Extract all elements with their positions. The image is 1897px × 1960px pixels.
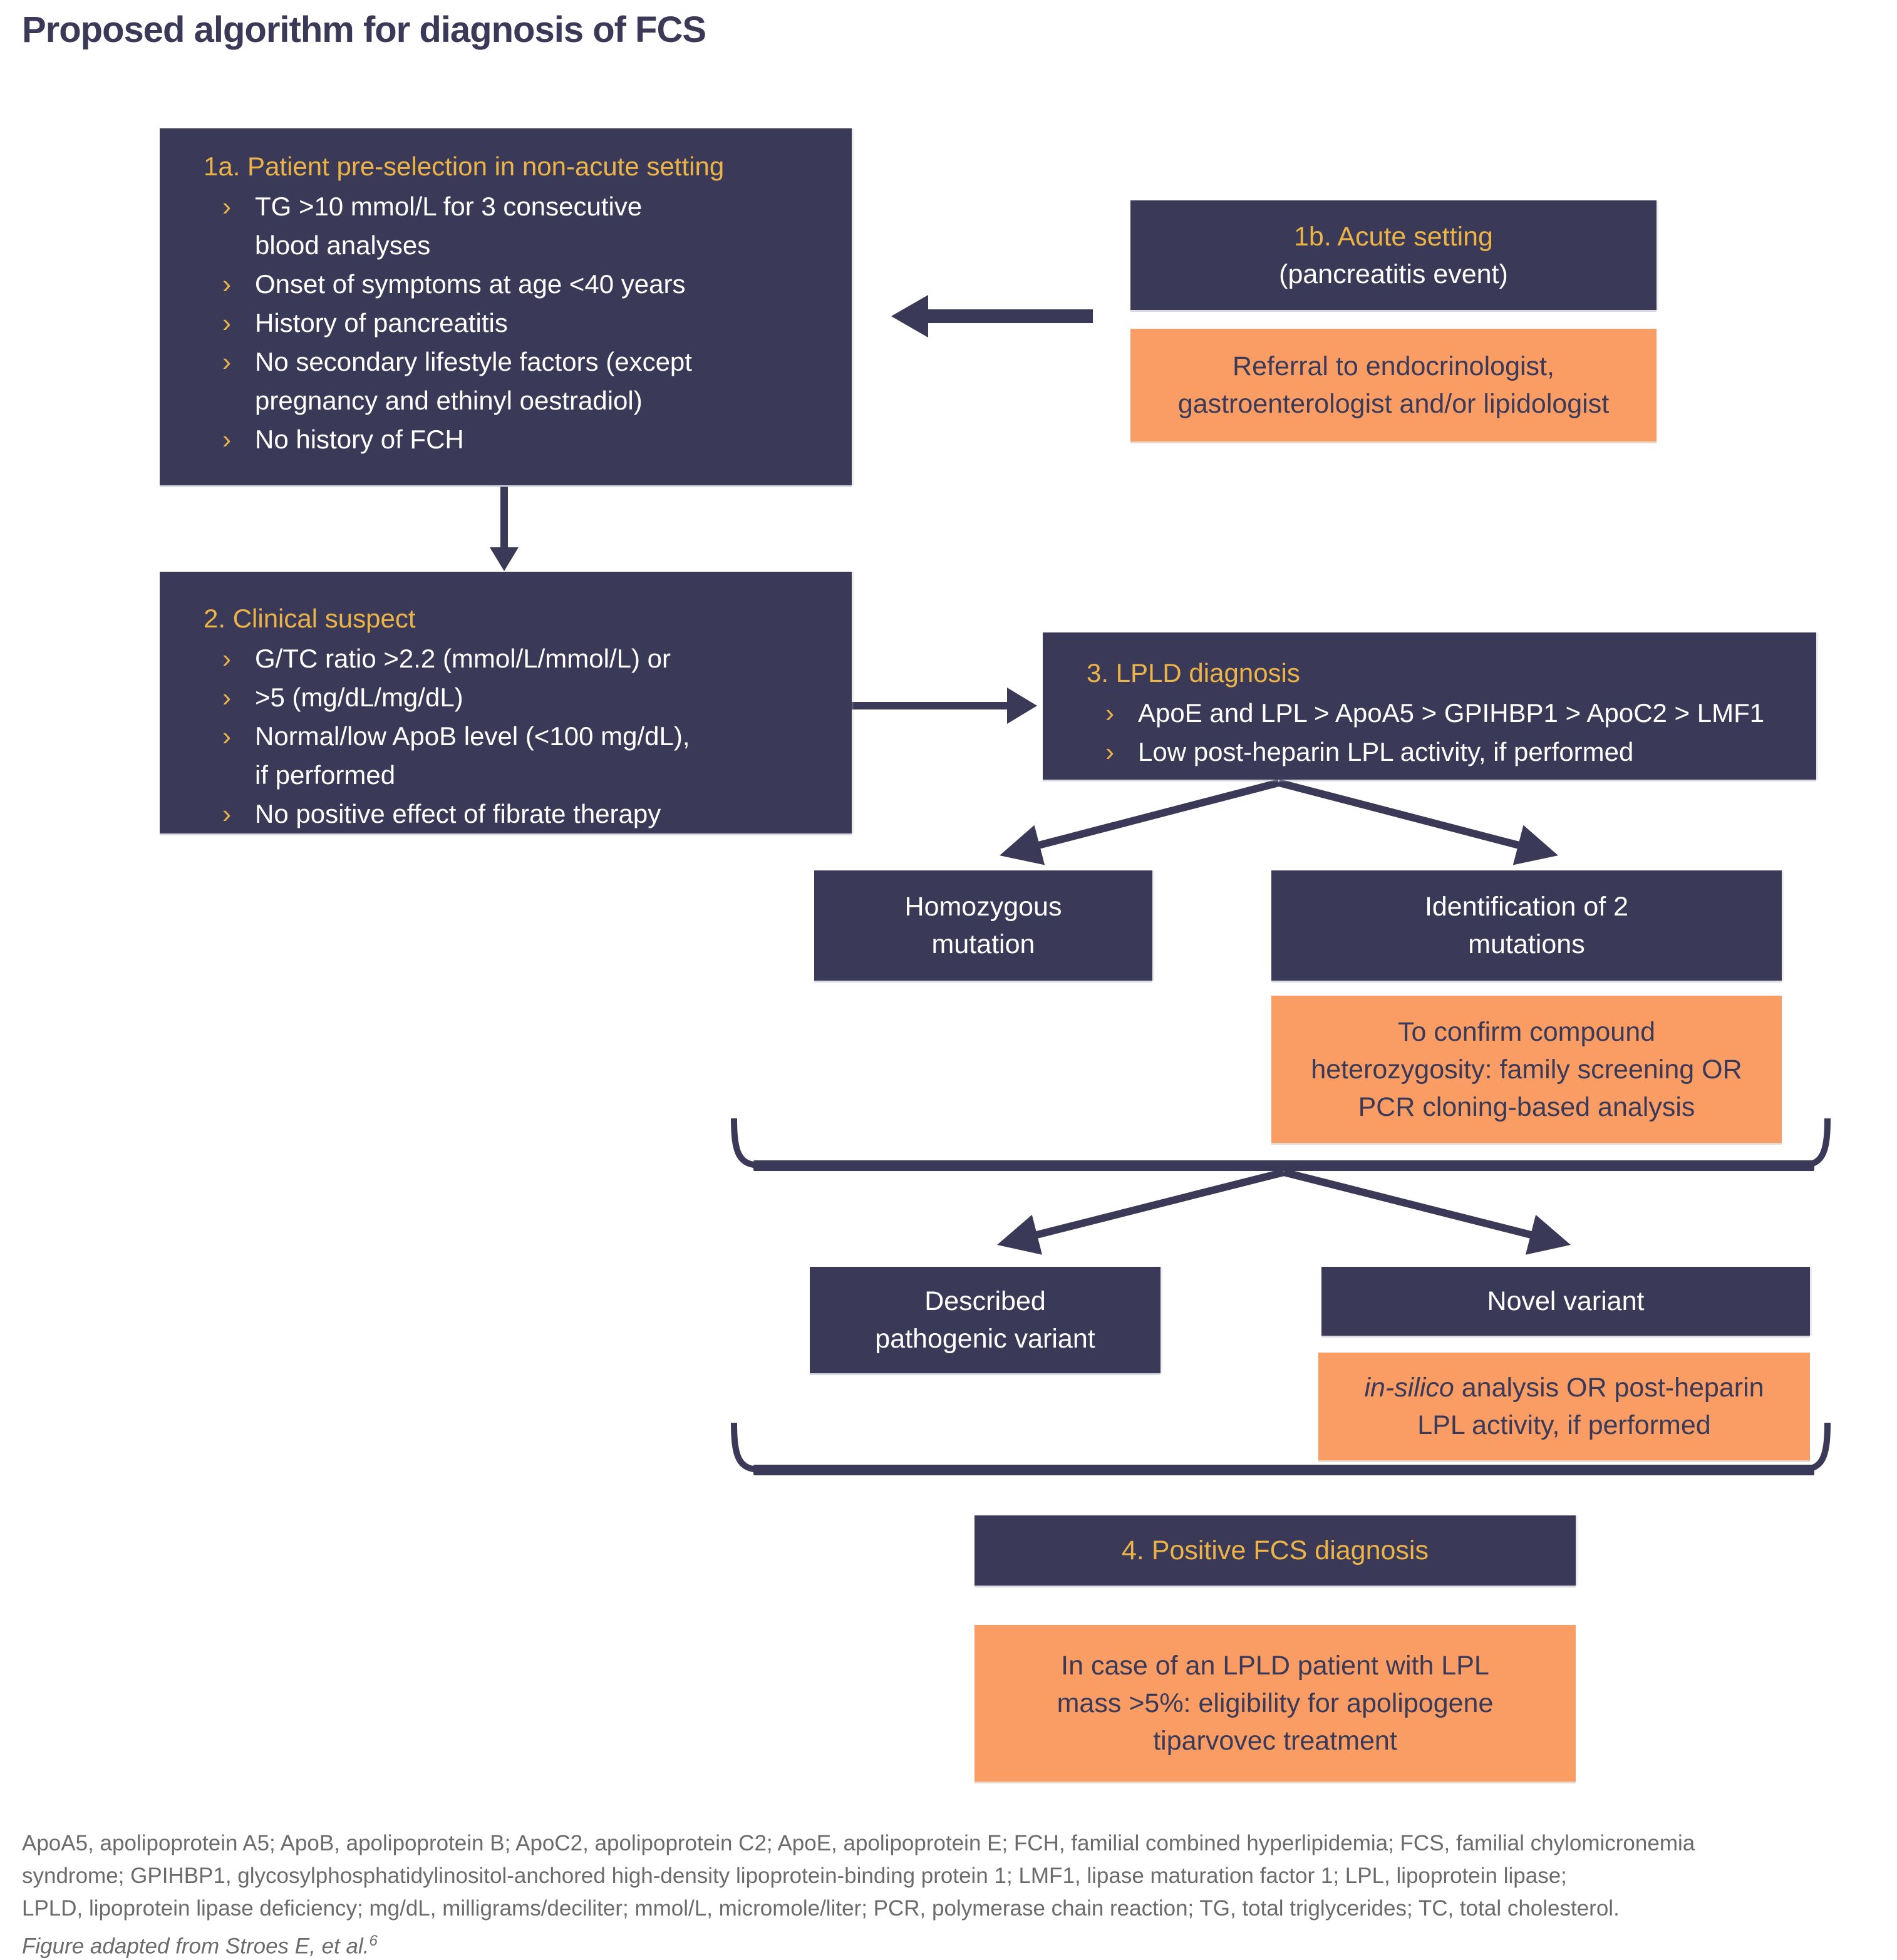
referral-text: Referral to endocrinologist, gastroenter…	[1177, 351, 1610, 419]
described-text: Described pathogenic variant	[875, 1286, 1095, 1354]
arrow-3-to-identification	[1278, 779, 1558, 865]
treatment-text: In case of an LPLD patient with LPL mass…	[1057, 1651, 1494, 1756]
chevron-bullet-icon: ›	[222, 269, 231, 299]
box-insilico-analysis: in-silico analysis OR post-heparin LPL a…	[1318, 1353, 1810, 1460]
list-item: ›Onset of symptoms at age <40 years	[222, 265, 827, 304]
identification-text: Identification of 2 mutations	[1424, 892, 1629, 959]
footer-abbreviations: ApoA5, apolipoprotein A5; ApoB, apolipop…	[22, 1827, 1894, 1960]
list-item: ›No history of FCH	[222, 420, 827, 459]
footer-line: LPLD, lipoprotein lipase deficiency; mg/…	[22, 1896, 1620, 1921]
box-confirm-heterozygosity: To confirm compound heterozygosity: fami…	[1271, 996, 1782, 1143]
chevron-bullet-icon: ›	[1105, 737, 1114, 766]
insilico-italic: in-silico	[1364, 1373, 1454, 1403]
homozygous-text: Homozygous mutation	[904, 892, 1062, 959]
box-3-list: ›ApoE and LPL > ApoA5 > GPIHBP1 > ApoC2 …	[1087, 694, 1791, 771]
list-item: ›History of pancreatitis	[222, 304, 827, 343]
box-3-title: 3. LPLD diagnosis	[1087, 658, 1300, 688]
box-identification-2-mutations: Identification of 2 mutations	[1271, 870, 1782, 981]
confirm-text: To confirm compound heterozygosity: fami…	[1311, 1016, 1742, 1122]
list-item: ›No positive effect of fibrate therapy	[222, 795, 827, 833]
list-item: ›ApoE and LPL > ApoA5 > GPIHBP1 > ApoC2 …	[1105, 694, 1791, 733]
chevron-bullet-icon: ›	[222, 347, 231, 376]
box-1b-acute-setting: 1b. Acute setting (pancreatitis event)	[1130, 200, 1657, 310]
page-title: Proposed algorithm for diagnosis of FCS	[22, 9, 706, 50]
box-treatment-eligibility: In case of an LPLD patient with LPL mass…	[974, 1625, 1576, 1782]
list-item: ›Low post-heparin LPL activity, if perfo…	[1105, 733, 1791, 771]
footer-line: syndrome; GPIHBP1, glycosylphosphatidyli…	[22, 1864, 1567, 1888]
chevron-bullet-icon: ›	[222, 308, 231, 338]
merge-bracket-lower	[731, 1422, 1831, 1475]
box-described-pathogenic-variant: Described pathogenic variant	[810, 1267, 1160, 1373]
figure-credit: Figure adapted from Stroes E, et al.6	[22, 1932, 378, 1959]
list-item: ›>5 (mg/dL/mg/dL)	[222, 678, 827, 717]
novel-text: Novel variant	[1487, 1286, 1645, 1316]
chevron-bullet-icon: ›	[1105, 698, 1114, 728]
chevron-bullet-icon: ›	[222, 799, 231, 828]
box-2-clinical-suspect: 2. Clinical suspect ›G/TC ratio >2.2 (mm…	[160, 572, 852, 833]
arrow-bracket-to-described	[997, 1168, 1285, 1255]
box-3-lpld-diagnosis: 3. LPLD diagnosis ›ApoE and LPL > ApoA5 …	[1043, 632, 1816, 780]
list-item: ›No secondary lifestyle factors (except …	[222, 343, 827, 420]
chevron-bullet-icon: ›	[222, 721, 231, 751]
box-referral: Referral to endocrinologist, gastroenter…	[1130, 329, 1657, 441]
arrow-1b-to-1a	[891, 295, 1093, 338]
box-2-list: ›G/TC ratio >2.2 (mmol/L/mmol/L) or ›>5 …	[204, 639, 827, 833]
chevron-bullet-icon: ›	[222, 425, 231, 454]
arrow-2-to-3	[850, 688, 1037, 724]
arrow-1a-to-2	[490, 487, 519, 571]
box-2-title: 2. Clinical suspect	[204, 604, 416, 633]
box-1a-list: ›TG >10 mmol/L for 3 consecutive blood a…	[204, 187, 827, 459]
box-4-positive-fcs-diagnosis: 4. Positive FCS diagnosis	[974, 1515, 1576, 1586]
merge-bracket-upper	[731, 1118, 1831, 1171]
list-item: ›TG >10 mmol/L for 3 consecutive blood a…	[222, 187, 827, 265]
box-1a-patient-preselection: 1a. Patient pre-selection in non-acute s…	[160, 128, 852, 485]
reference-superscript: 6	[369, 1932, 378, 1949]
footer-line: ApoA5, apolipoprotein A5; ApoB, apolipop…	[22, 1831, 1695, 1855]
box-1b-title: 1b. Acute setting	[1294, 221, 1493, 252]
box-homozygous-mutation: Homozygous mutation	[814, 870, 1152, 981]
box-4-title: 4. Positive FCS diagnosis	[1122, 1535, 1429, 1565]
chevron-bullet-icon: ›	[222, 644, 231, 673]
chevron-bullet-icon: ›	[222, 683, 231, 712]
box-1a-title: 1a. Patient pre-selection in non-acute s…	[204, 152, 725, 181]
box-1b-subtitle: (pancreatitis event)	[1279, 259, 1508, 289]
list-item: ›Normal/low ApoB level (<100 mg/dL), if …	[222, 717, 827, 795]
insilico-text: in-silico analysis OR post-heparin LPL a…	[1364, 1373, 1764, 1440]
arrow-bracket-to-novel	[1283, 1168, 1571, 1255]
list-item: ›G/TC ratio >2.2 (mmol/L/mmol/L) or	[222, 639, 827, 678]
arrow-3-to-homozygous	[1000, 779, 1280, 865]
chevron-bullet-icon: ›	[222, 192, 231, 221]
box-novel-variant: Novel variant	[1321, 1267, 1810, 1336]
